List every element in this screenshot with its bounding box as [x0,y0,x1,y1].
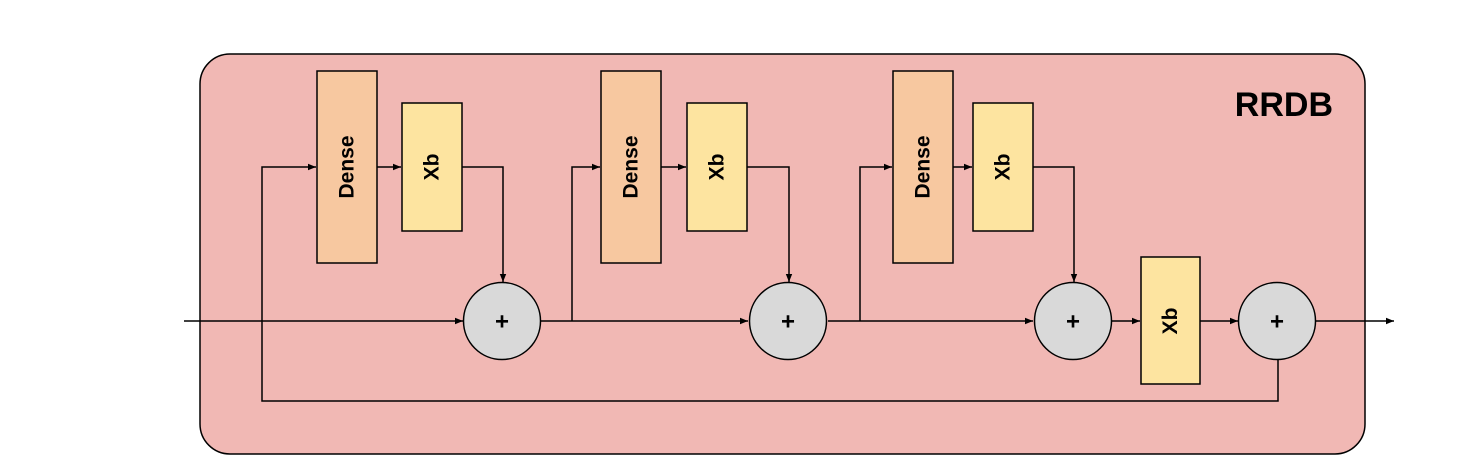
xb-block-3: Xb [972,102,1034,232]
branch-1 [261,163,316,321]
dense-label-3: Dense [912,135,935,198]
dense-block-3: Dense [892,70,954,264]
sum-label-1: + [495,309,509,336]
sum-label-2: + [781,309,795,336]
xb-to-sum-2 [747,166,793,282]
skip-connection [261,321,1279,402]
sum-node-final: + [1237,281,1317,361]
xb-block-final: Xb [1140,256,1201,385]
dense-label-2: Dense [620,135,643,198]
sum-label-final: + [1270,309,1284,336]
xb-label-1: Xb [421,154,444,181]
sum-node-2: + [748,281,828,361]
branch-3 [859,163,892,321]
xb-block-1: Xb [401,102,463,232]
rrdb-title: RRDB [1235,86,1333,124]
xb-label-2: Xb [706,154,729,181]
sum-label-3: + [1066,309,1080,336]
dense-block-2: Dense [600,70,662,264]
xb-block-2: Xb [686,102,748,232]
xb-label-3: Xb [992,154,1015,181]
sum-node-1: + [462,281,542,361]
xb-to-sum-3 [1033,166,1078,282]
sum-node-3: + [1033,281,1113,361]
xb-label-final: Xb [1159,308,1182,335]
xb-to-sum-1 [462,166,507,282]
dense-label-1: Dense [336,135,359,198]
dense-block-1: Dense [316,70,378,264]
branch-2 [571,163,600,321]
